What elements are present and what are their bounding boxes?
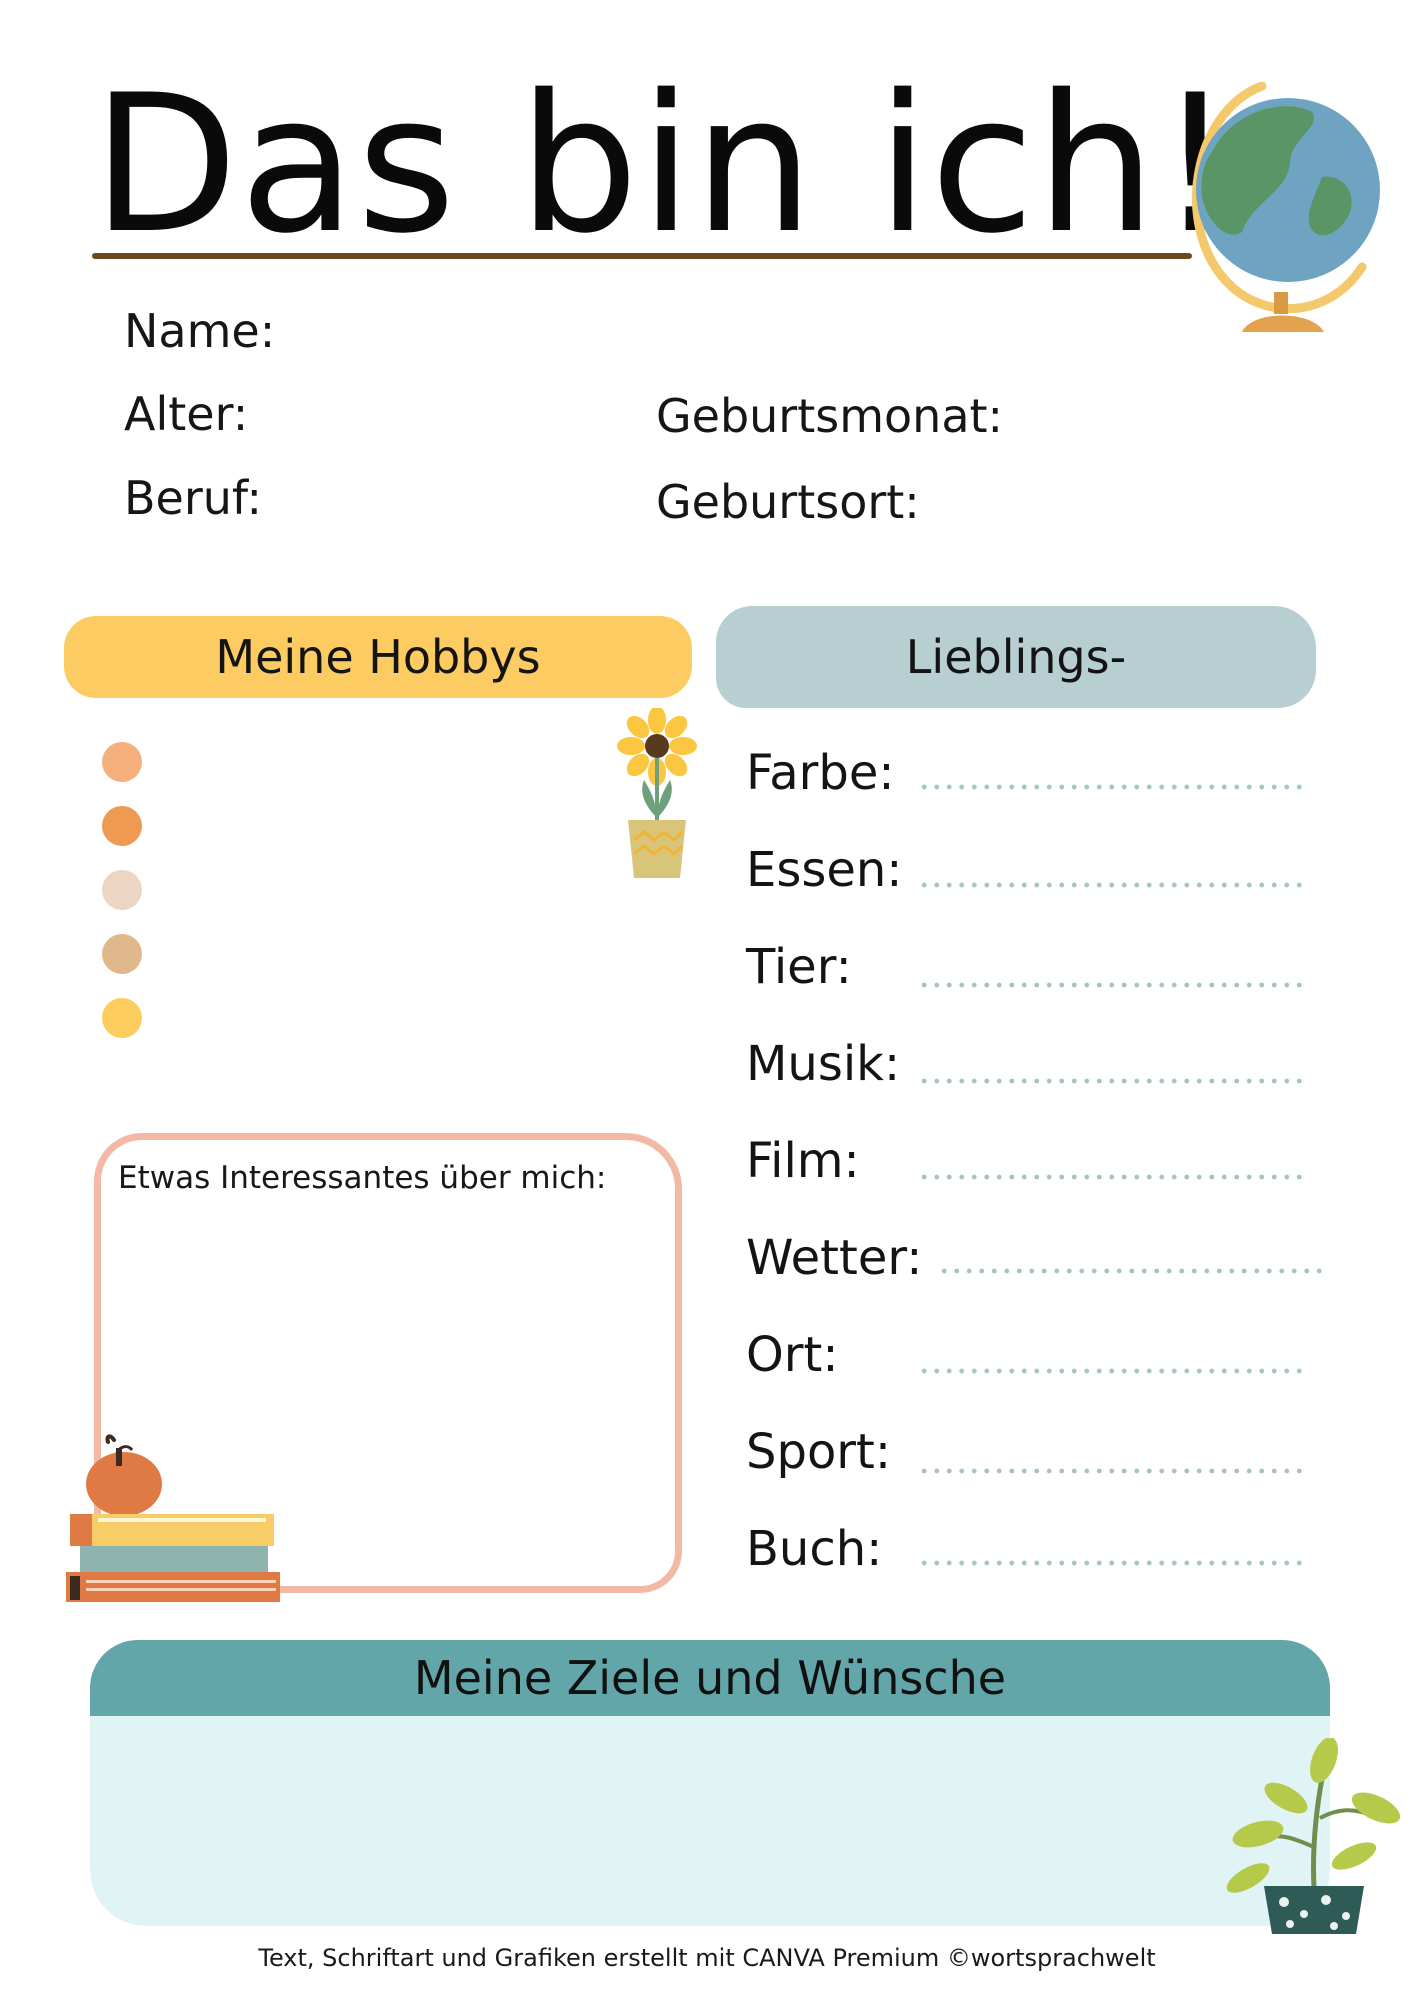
hobby-bullet-2 [102,806,142,846]
favorite-sport-label: Sport: [746,1424,892,1480]
favorite-sport-line[interactable] [918,1468,1302,1474]
name-label: Name: [124,304,276,358]
favorite-weather-line[interactable] [938,1268,1322,1274]
favorite-film-line[interactable] [918,1174,1302,1180]
favorite-music-line[interactable] [918,1078,1302,1084]
favorite-film-label: Film: [746,1133,860,1189]
favorite-place-line[interactable] [918,1368,1302,1374]
favorite-color-line[interactable] [918,784,1302,790]
books-apple-icon [66,1434,280,1602]
favorite-animal-label: Tier: [746,939,852,995]
favorite-weather-label: Wetter: [746,1230,923,1286]
favorite-music-label: Musik: [746,1036,901,1092]
sunflower-pot-icon [617,708,697,878]
potted-plant-icon [1226,1738,1401,1934]
hobby-bullet-4 [102,934,142,974]
hobbies-heading: Meine Hobbys [64,616,692,698]
goals-writing-area[interactable] [90,1716,1330,1926]
globe-icon [1191,82,1380,332]
hobby-bullet-5 [102,998,142,1038]
favorite-book-label: Buch: [746,1521,883,1577]
fact-box[interactable] [94,1133,682,1593]
favorite-food-label: Essen: [746,842,903,898]
favorite-color-label: Farbe: [746,745,895,801]
favorite-food-line[interactable] [918,882,1302,888]
birthplace-label: Geburtsort: [656,475,920,529]
hobby-bullet-1 [102,742,142,782]
birth-month-label: Geburtsmonat: [656,389,1004,443]
favorites-heading: Lieblings- [716,606,1316,708]
hobby-bullet-3 [102,870,142,910]
favorite-animal-line[interactable] [918,982,1302,988]
favorite-book-line[interactable] [918,1560,1302,1566]
title-underline [92,253,1192,259]
favorite-place-label: Ort: [746,1327,839,1383]
goals-heading: Meine Ziele und Wünsche [90,1640,1330,1716]
age-label: Alter: [124,387,249,441]
footer-credit: Text, Schriftart und Grafiken erstellt m… [258,1944,1156,1972]
fact-label: Etwas Interessantes über mich: [118,1160,607,1196]
job-label: Beruf: [124,471,262,525]
page-title: Das bin ich! [92,54,1235,275]
